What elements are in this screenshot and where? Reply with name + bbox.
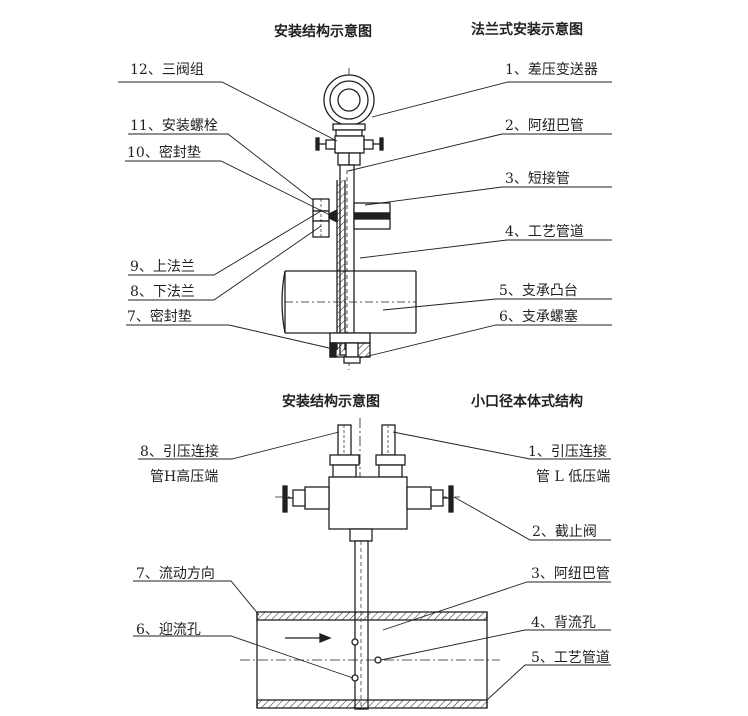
three-valve-manifold — [315, 135, 384, 166]
label-three-valve-manifold: 12、三阀组 — [130, 62, 204, 78]
label-process-pipe-small: 5、工艺管道 — [531, 650, 610, 666]
bottom-left-title: 安装结构示意图 — [282, 394, 380, 410]
label-impulse-low-1: 1、引压连接 — [528, 444, 607, 460]
label-shutoff-valve: 2、截止阀 — [532, 524, 597, 540]
top-drawing — [281, 68, 417, 370]
label-support-plug: 6、支承螺塞 — [499, 309, 578, 325]
label-gasket-upper: 10、密封垫 — [127, 145, 201, 161]
top-right-title: 法兰式安装示意图 — [471, 22, 583, 38]
label-gasket-lower: 7、密封垫 — [127, 309, 192, 325]
bottom-drawing — [240, 418, 500, 710]
label-process-pipe: 4、工艺管道 — [505, 224, 584, 240]
label-dp-transmitter: 1、差压变送器 — [505, 62, 598, 78]
bottom-right-title: 小口径本体式结构 — [471, 394, 583, 410]
label-flow-direction: 7、流动方向 — [136, 566, 215, 582]
label-lower-flange: 8、下法兰 — [130, 284, 195, 300]
label-impulse-high-1: 8、引压连接 — [140, 444, 219, 460]
mounting-bolt — [312, 198, 338, 238]
label-upper-flange: 9、上法兰 — [130, 259, 195, 275]
differential-pressure-transmitter — [323, 74, 375, 137]
support-boss — [329, 332, 371, 364]
label-mounting-bolt: 11、安装螺栓 — [130, 118, 218, 134]
label-impulse-low-2: 管 L 低压端 — [536, 469, 611, 485]
label-support-boss: 5、支承凸台 — [499, 283, 578, 299]
connection-nuts — [329, 454, 406, 478]
bottom-leader-lines — [133, 431, 611, 701]
label-short-pipe: 3、短接管 — [505, 171, 570, 187]
upper-flange — [353, 202, 391, 230]
label-upstream-hole: 6、迎流孔 — [136, 622, 201, 638]
impulse-tubes — [337, 424, 396, 456]
label-annubar-tube: 2、阿纽巴管 — [505, 118, 584, 134]
shutoff-valve-body — [282, 476, 454, 530]
label-impulse-high-2: 管H高压端 — [150, 469, 219, 485]
label-annubar-tube-small: 3、阿纽巴管 — [531, 566, 610, 582]
flow-direction-arrow — [285, 633, 332, 643]
top-left-title: 安装结构示意图 — [274, 24, 372, 40]
process-pipe-small — [240, 611, 500, 709]
top-leader-lines — [118, 81, 612, 359]
label-downstream-hole: 4、背流孔 — [531, 615, 596, 631]
